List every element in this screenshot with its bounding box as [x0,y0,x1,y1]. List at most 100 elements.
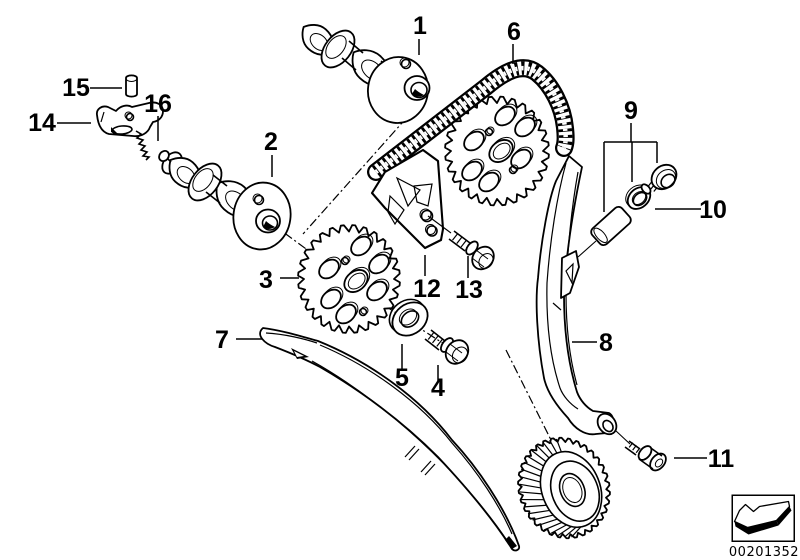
pin-15[interactable] [125,74,138,98]
diagram-shape [660,173,676,189]
diagram-shape [340,256,350,266]
locking-piece-14[interactable] [96,101,164,138]
diagram-shape [124,111,133,120]
callout-9[interactable]: 9 [624,97,638,125]
diagram-shape [519,475,541,483]
diagram-shape [734,520,779,535]
diagram-shape [253,194,265,206]
diagram-shape [335,303,357,325]
callout-2[interactable]: 2 [264,128,278,156]
diagram-shape [488,139,514,163]
diagram-shape [343,269,369,293]
washer-5[interactable] [383,292,434,342]
diagram-shape [542,442,554,456]
diagram-shape [519,483,541,489]
camshaft-1[interactable] [295,17,432,127]
diagram-shape [505,349,553,443]
diagram-shape [558,472,586,508]
hex-bolt-4[interactable] [424,329,473,368]
diagram-shape [100,111,105,123]
diagram-shape [291,348,309,359]
diagram-shape [192,168,214,192]
diagram-shape [347,272,366,290]
diagram-shape [549,460,601,522]
callout-11[interactable]: 11 [708,445,735,473]
callout-13[interactable]: 13 [455,276,483,304]
diagram-shape [358,307,368,317]
diagram-shape [452,233,458,241]
chain-guide-bracket-12[interactable] [370,148,445,250]
diagram-shape [564,526,577,538]
diagram-shape [125,75,138,82]
diagram-shape [539,450,603,529]
crankshaft-gear[interactable] [503,424,624,552]
diagram-shape [444,339,470,365]
diagram-shape [517,436,611,540]
callout-10[interactable]: 10 [699,196,727,224]
diagram-shape [521,498,544,501]
callout-16[interactable]: 16 [144,90,172,118]
slide-rail-7[interactable] [259,327,521,552]
diagram-shape [302,104,419,235]
diagram-shape [571,526,582,538]
diagram-shape [471,245,495,271]
diagram-shape [508,165,518,175]
spring-screw-16[interactable] [135,130,172,163]
diagram-stamp: 00201352 [729,494,799,560]
cam-sprocket[interactable] [444,95,550,207]
callout-1[interactable]: 1 [413,12,427,40]
diagram-shape [537,518,558,527]
callout-14[interactable]: 14 [28,109,56,137]
callout-3[interactable]: 3 [259,266,273,294]
callout-7[interactable]: 7 [215,326,229,354]
diagram-shape [395,176,421,208]
diagram-shape [425,224,436,235]
callout-8[interactable]: 8 [599,329,613,357]
diagram-shape [505,536,517,549]
diagram-shape [593,227,608,244]
diagram-shape [494,105,516,127]
diagram-shape [318,233,392,325]
diagram-shape [341,57,357,71]
callout-12[interactable]: 12 [413,275,441,303]
diagram-shape [624,446,637,456]
timing-chain[interactable] [367,59,575,181]
tensioner-rail-8[interactable] [535,155,621,438]
callout-15[interactable]: 15 [62,74,90,102]
diagram-shape [368,253,390,275]
gasket-ring-10[interactable] [621,181,654,214]
camshaft-2[interactable] [158,149,295,254]
bolt-13[interactable] [448,230,498,274]
callout-6[interactable]: 6 [507,18,521,46]
diagram-shape [535,155,615,436]
diagram-shape [596,412,618,436]
diagram-shape [519,491,543,495]
diagram-shape [555,438,562,453]
callout-5[interactable]: 5 [395,364,409,392]
diagram-shape [419,208,432,221]
screw-plug-9[interactable] [640,160,682,196]
diagram-shape [550,524,567,535]
diagram-shape [590,205,632,247]
diagram-shape [125,74,138,98]
diagram-shape [259,327,521,552]
diagram-shape [635,447,641,454]
diagram-shape [135,130,151,161]
diagram-shape [319,344,513,535]
tensioner-piston-9[interactable] [589,205,633,247]
bolt-11[interactable] [624,440,669,473]
diagram-shape [412,89,424,97]
callout-4[interactable]: 4 [431,374,445,402]
diagram-shape [460,240,467,248]
diagram-shape [654,458,664,468]
diagram-shape [527,509,550,515]
diagram-shape [360,306,369,315]
diagram-shape [370,148,445,250]
diagram-shape [478,171,500,193]
sprocket-3[interactable] [297,224,401,334]
diagram-shape [404,445,416,458]
diagram-shape [399,57,410,68]
diagram-shape [557,525,572,537]
